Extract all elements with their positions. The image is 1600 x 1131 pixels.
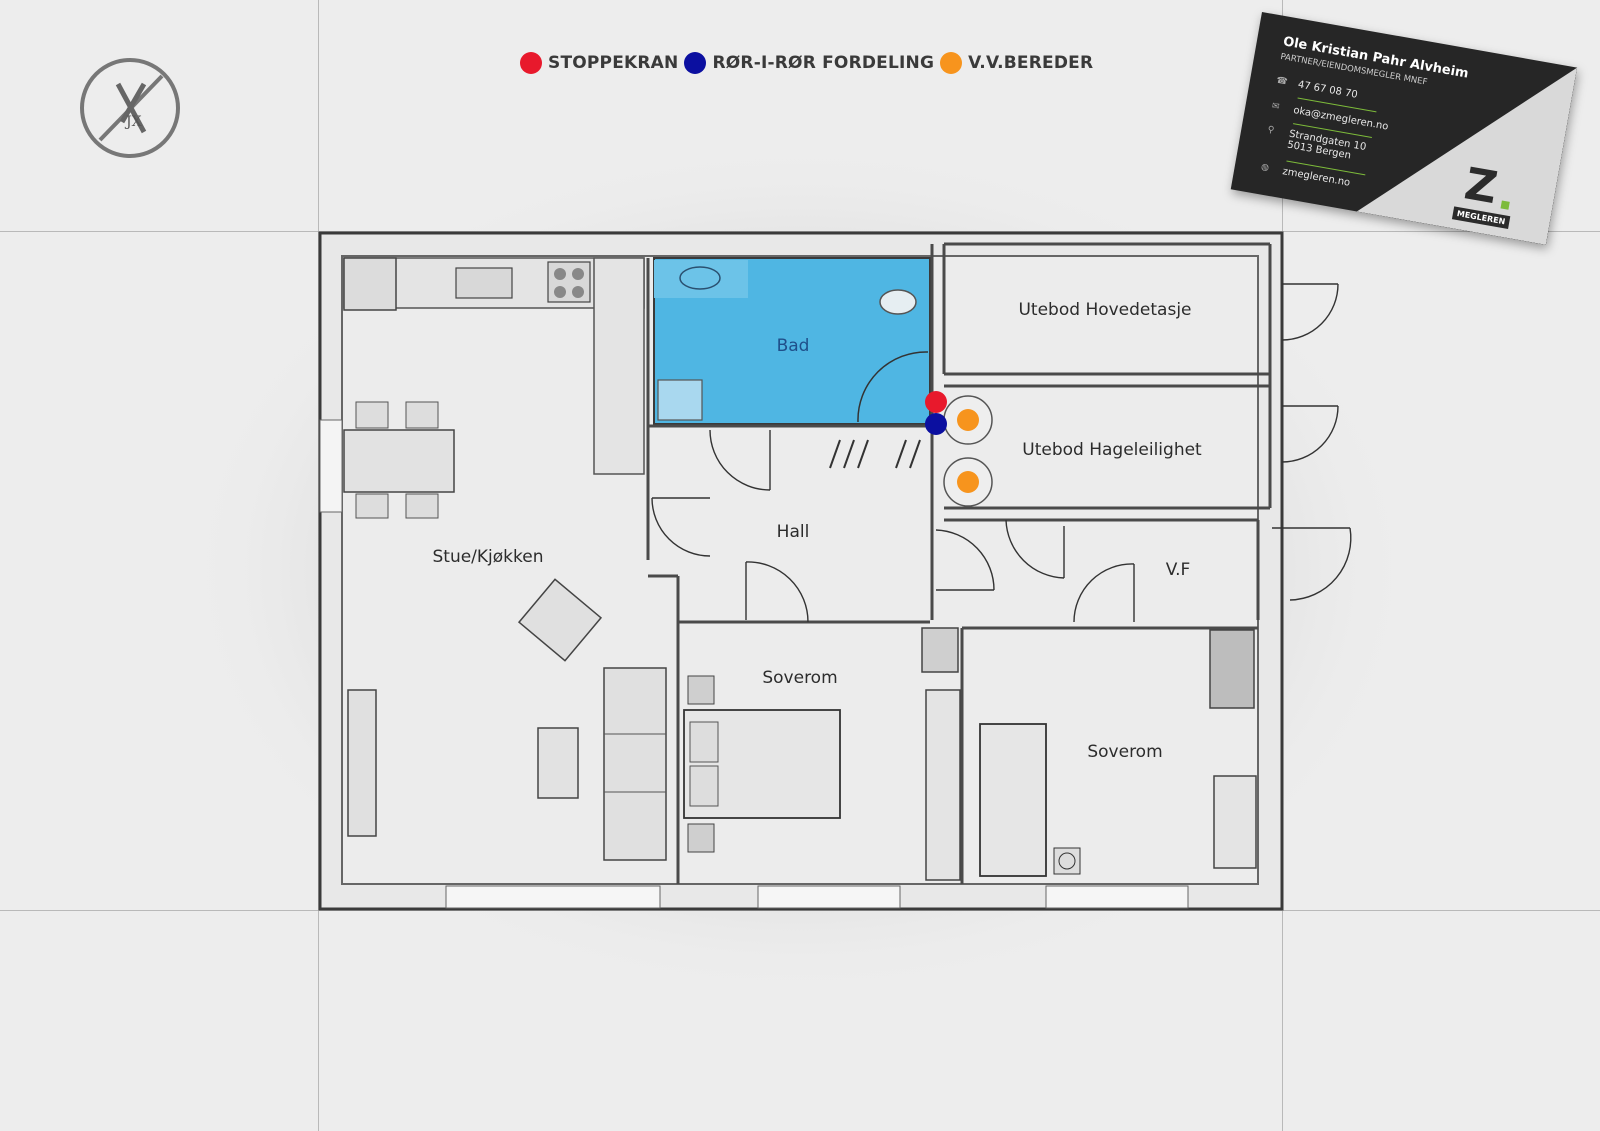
card-address: ⚲ Strandgaten 10 5013 Bergen [1265,125,1367,164]
coffee-table [537,727,579,799]
burner-icon [572,268,584,280]
room-label-utebod-hageleilighet: Utebod Hageleilighet [1022,440,1202,460]
chair [405,493,439,519]
globe-icon: ◍ [1260,162,1270,174]
fan-icon [1053,847,1081,875]
windows-bottom [445,885,1189,909]
orange-dot-icon [940,52,963,74]
single-bed [979,723,1047,877]
card-phone: ☎ 47 67 08 70 [1275,76,1358,101]
chair [355,401,389,429]
nightstand [687,675,715,705]
shelf [1209,629,1255,709]
nightstand [687,823,715,853]
tv-bench [347,689,377,837]
legend-label: RØR-I-RØR FORDELING [712,53,935,73]
vv-bereder-marker [957,471,979,493]
card-email-value: oka@zmegleren.no [1292,105,1390,133]
room-label-vf: V.F [1165,560,1191,580]
sink-basin-icon [679,266,721,290]
wardrobe [925,689,961,881]
vv-bereder-marker [957,409,979,431]
stoppekran-marker [925,391,947,413]
burner-icon [554,268,566,280]
sink-icon [455,267,513,299]
ror-i-ror-marker [925,413,947,435]
sofa [603,667,667,861]
desk [1213,775,1257,869]
burner-icon [554,286,566,298]
legend-item-stoppekran: STOPPEKRAN [520,52,678,74]
card-phone-value: 47 67 08 70 [1296,79,1359,101]
legend: STOPPEKRAN RØR-I-RØR FORDELING V.V.BERED… [520,52,1099,74]
card-web: ◍ zmegleren.no [1260,162,1351,189]
mail-icon: ✉ [1270,101,1281,113]
z-logo-dot [1500,200,1510,210]
location-pin-icon: ⚲ [1266,124,1275,136]
chair [355,493,389,519]
kitchen-counter-side [593,257,645,475]
stove-icon [547,261,591,303]
room-label-soverom-1: Soverom [762,668,838,688]
dining-table [343,429,455,493]
pillow [689,765,719,807]
bathroom-sink [654,260,748,298]
burner-icon [572,286,584,298]
brand-logo-icon: JX [80,58,180,158]
phone-icon: ☎ [1275,75,1289,88]
shower-door-icon [857,351,929,423]
legend-label: V.V.BEREDER [968,53,1094,73]
room-label-bad: Bad [776,336,810,356]
bath-cabinet [657,379,703,421]
blue-dot-icon [684,52,707,74]
room-label-utebod-hovedetasje: Utebod Hovedetasje [1018,300,1192,320]
toilet-icon [879,289,917,315]
pillow [689,721,719,763]
room-label-soverom-2: Soverom [1087,742,1163,762]
room-label-hall: Hall [776,522,810,542]
door-arcs [651,283,1352,623]
chimney [921,627,959,673]
legend-item-ror: RØR-I-RØR FORDELING [684,52,934,74]
legend-item-vvbereder: V.V.BEREDER [940,52,1093,74]
red-dot-icon [520,52,542,74]
armchair [517,578,603,662]
fan-blade [1058,852,1076,870]
svg-text:JX: JX [124,114,142,130]
hall-wardrobe [829,439,921,469]
fridge [343,257,397,311]
room-label-stue-kjokken: Stue/Kjøkken [432,547,544,567]
chair [405,401,439,429]
legend-label: STOPPEKRAN [548,53,679,73]
window-left [319,419,343,513]
